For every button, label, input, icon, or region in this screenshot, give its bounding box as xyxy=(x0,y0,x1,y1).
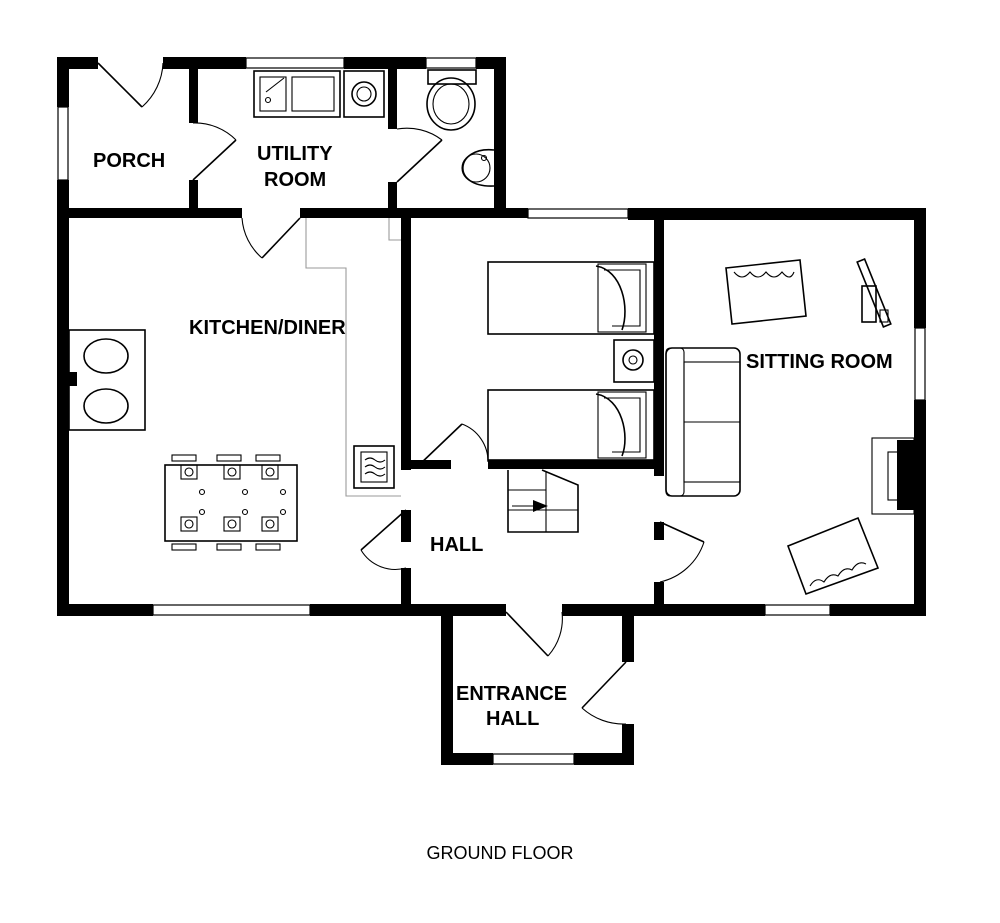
window-wc xyxy=(425,57,477,69)
window-entrance xyxy=(492,753,575,765)
washing-machine xyxy=(343,70,385,118)
bed-bottom xyxy=(487,389,655,461)
window-kitchen xyxy=(152,604,311,616)
toilet-cistern xyxy=(427,69,477,85)
window-bedroom xyxy=(527,208,629,219)
window-porch xyxy=(57,106,69,181)
microwave xyxy=(353,445,395,489)
label-utility-line2: ROOM xyxy=(264,169,326,191)
window-sitting-side xyxy=(914,327,926,401)
tv-unit xyxy=(856,258,892,328)
fireplace xyxy=(871,437,915,515)
label-entrance-line2: HALL xyxy=(486,708,539,730)
label-porch: PORCH xyxy=(93,150,165,172)
label-entrance-line1: ENTRANCE xyxy=(456,683,567,705)
label-sitting: SITTING ROOM xyxy=(746,351,893,373)
bedside-table xyxy=(613,339,655,383)
staircase xyxy=(507,469,579,533)
sink-unit xyxy=(253,70,341,118)
armchair-top xyxy=(725,259,807,325)
kitchen-fixtures xyxy=(68,218,401,551)
bed-top xyxy=(487,261,655,335)
window-utility xyxy=(245,57,345,69)
room-labels: PORCH UTILITY ROOM KITCHEN/DINER SITTING… xyxy=(93,143,893,730)
label-utility-line1: UTILITY xyxy=(257,143,333,165)
utility-fixtures xyxy=(253,70,385,118)
windows xyxy=(57,57,926,765)
sitting-fixtures xyxy=(665,258,915,596)
label-kitchen: KITCHEN/DINER xyxy=(189,317,346,339)
dining-chairs xyxy=(171,454,287,551)
window-sitting-bottom xyxy=(764,604,831,616)
wc-fixtures xyxy=(426,69,495,187)
label-hall: HALL xyxy=(430,534,483,556)
bedroom-fixtures xyxy=(487,261,655,533)
armchair-bottom xyxy=(786,516,880,596)
walls xyxy=(57,57,926,765)
range-cooker xyxy=(68,329,146,431)
floor-caption: GROUND FLOOR xyxy=(426,843,573,863)
toilet-bowl xyxy=(426,77,476,131)
doors xyxy=(97,62,705,725)
wash-basin xyxy=(462,149,495,187)
kitchen-worktop xyxy=(305,218,401,497)
